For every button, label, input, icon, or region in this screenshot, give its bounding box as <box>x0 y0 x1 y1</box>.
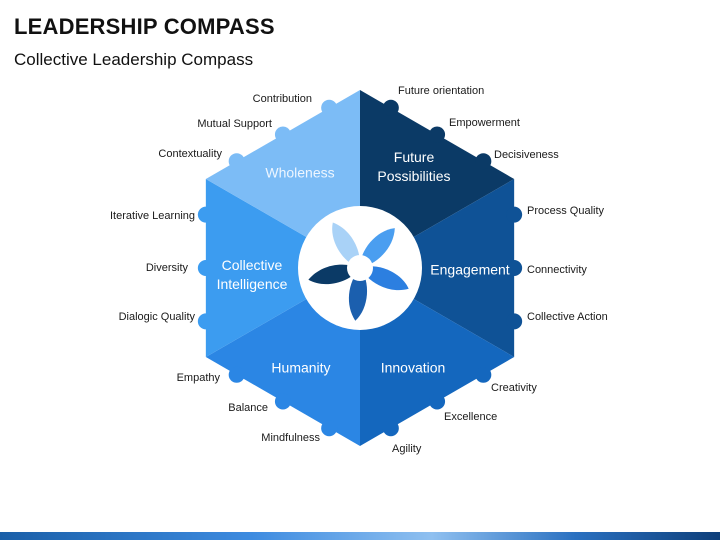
label-iterative-learning: Iterative Learning <box>110 210 195 222</box>
connector-dot <box>274 126 291 143</box>
connector-dot <box>228 153 245 170</box>
pinwheel-flower-icon <box>308 222 409 321</box>
label-contextuality: Contextuality <box>158 148 222 160</box>
connector-dot <box>274 393 291 410</box>
label-connectivity: Connectivity <box>527 264 587 276</box>
segment-label-humanity: Humanity <box>271 359 331 376</box>
connector-dot <box>382 99 399 116</box>
label-balance: Balance <box>228 402 268 414</box>
connector-dot <box>382 420 399 437</box>
segment-label-engagement: Engagement <box>430 261 510 278</box>
label-creativity: Creativity <box>491 382 537 394</box>
connector-dot <box>197 206 214 223</box>
connector-dot <box>197 313 214 330</box>
label-mutual-support: Mutual Support <box>197 118 272 130</box>
connector-dot <box>429 126 446 143</box>
label-dialogic-quality: Dialogic Quality <box>118 311 195 323</box>
label-empowerment: Empowerment <box>449 117 520 129</box>
pinwheel-petal <box>359 228 395 268</box>
connector-dot <box>197 260 214 276</box>
pinwheel-petal <box>332 222 361 268</box>
segment-label-innovation: Innovation <box>380 359 446 376</box>
connector-dot <box>475 153 492 170</box>
page-title: LEADERSHIP COMPASS <box>14 14 275 39</box>
page-subtitle: Collective Leadership Compass <box>14 50 254 69</box>
connector-dot <box>506 260 523 276</box>
pinwheel-petal <box>348 268 367 321</box>
label-future-orientation: Future orientation <box>398 85 485 97</box>
label-process-quality: Process Quality <box>527 205 605 217</box>
connector-dot <box>429 393 446 410</box>
connector-dot <box>506 313 523 330</box>
label-empathy: Empathy <box>176 372 220 384</box>
connector-dot <box>228 366 245 383</box>
connector-dot <box>475 366 492 383</box>
pinwheel-hub <box>347 255 373 281</box>
label-mindfulness: Mindfulness <box>261 432 320 444</box>
segment-label-wholeness: Wholeness <box>265 164 335 181</box>
footer-gradient-bar <box>0 532 720 540</box>
label-agility: Agility <box>392 443 422 455</box>
segment-engagement <box>360 179 515 357</box>
label-decisiveness: Decisiveness <box>494 149 559 161</box>
label-contribution: Contribution <box>252 93 312 105</box>
connector-dot <box>321 420 338 437</box>
label-excellence: Excellence <box>444 411 498 423</box>
connector-dot <box>506 206 523 223</box>
segment-collective-intelligence <box>205 179 360 357</box>
label-diversity: Diversity <box>145 262 188 274</box>
connector-dot <box>321 99 338 116</box>
label-collective-action: Collective Action <box>527 311 608 323</box>
